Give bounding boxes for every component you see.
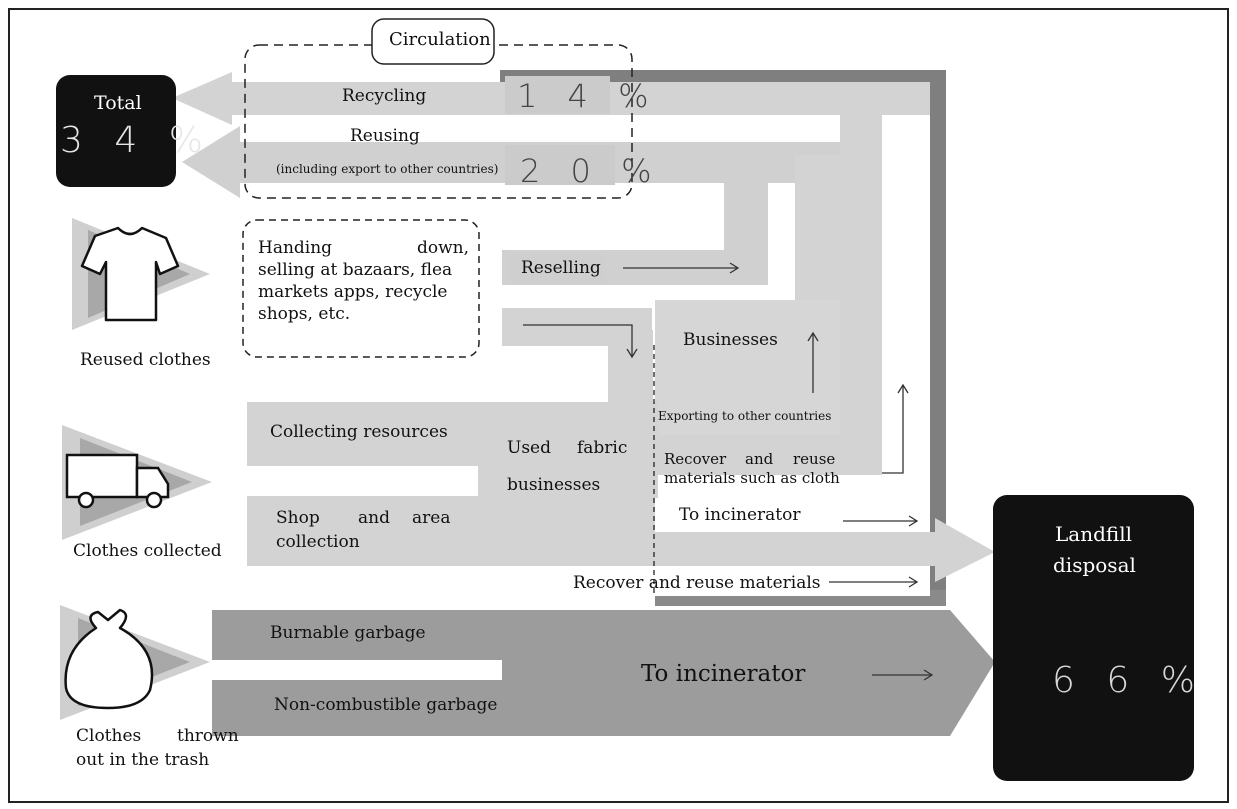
- to-incinerator-big-arrow: [872, 669, 934, 681]
- landfill-box: [993, 495, 1194, 781]
- handing-down-line2: selling at bazaars, flea: [258, 260, 453, 280]
- recycling-pct-bg: [505, 76, 610, 114]
- used-fabric-line1a: Used: [507, 438, 551, 458]
- reused-clothes-label: Reused clothes: [80, 350, 211, 370]
- landfill-line1: Landfill: [1055, 522, 1133, 546]
- garbage-gap: [212, 660, 502, 680]
- burnable-label: Burnable garbage: [270, 623, 426, 643]
- reusing-sub: (including export to other countries): [276, 162, 499, 176]
- truck-icon: [65, 453, 170, 509]
- landfill-line2: disposal: [1053, 553, 1136, 577]
- trash-line2: out in the trash: [76, 750, 210, 770]
- recycling-value: 1 4 %: [517, 77, 659, 115]
- trash-line1b: thrown: [177, 726, 239, 746]
- recover-materials-label: Recover and reuse materials: [573, 573, 821, 593]
- reusing-value: 2 0 %: [520, 152, 662, 190]
- recover-materials-bar: [560, 566, 930, 596]
- recover-cloth-line1b: and: [745, 450, 774, 468]
- shop-area-line2: collection: [276, 532, 360, 552]
- total-box: [56, 75, 176, 187]
- clothes-collected-label: Clothes collected: [73, 541, 222, 561]
- reselling-arrow: [623, 262, 740, 274]
- trash-line1a: Clothes: [76, 726, 142, 746]
- landfill-value: 6 6 %: [1052, 660, 1205, 701]
- reusing-pct-bg: [505, 145, 615, 185]
- handing-down-line1a: Handing: [258, 238, 333, 258]
- businesses-label: Businesses: [683, 330, 778, 350]
- businesses-block: [655, 300, 840, 435]
- exporting-label: Exporting to other countries: [658, 409, 832, 423]
- shop-area-line1c: area: [412, 508, 451, 528]
- total-label: Total: [94, 92, 142, 114]
- handing-down-line1b: down,: [417, 238, 470, 258]
- reselling-label-bg: [508, 254, 606, 282]
- recover-cloth-line1c: reuse: [793, 450, 836, 468]
- handing-down-line4: shops, etc.: [258, 304, 351, 324]
- recover-cloth-column: [840, 110, 882, 475]
- recover-cloth-line2: materials such as cloth: [664, 469, 840, 487]
- reselling-label: Reselling: [521, 258, 601, 278]
- recover-cloth-up-arrow: [882, 383, 909, 474]
- total-value: 3 4 %: [60, 120, 213, 161]
- non-combustible-label: Non-combustible garbage: [274, 695, 498, 715]
- recover-materials-arrow: [829, 576, 919, 588]
- circulation-label: Circulation: [389, 29, 491, 50]
- shop-area-line1b: and: [358, 508, 390, 528]
- recycling-label: Recycling: [342, 86, 427, 106]
- shop-area-line1a: Shop: [276, 508, 320, 528]
- handing-down-line3: markets apps, recycle: [258, 282, 448, 302]
- to-incinerator-small-arrow: [843, 515, 919, 527]
- garbage-bag-icon: [64, 608, 154, 710]
- used-fabric-block: [478, 402, 658, 532]
- used-fabric-line2: businesses: [507, 475, 601, 495]
- collecting-resources-label: Collecting resources: [270, 422, 448, 442]
- to-incinerator-big-bg: [618, 648, 826, 694]
- circulation-dashed-box: [244, 44, 633, 199]
- businesses-up-arrow: [807, 331, 819, 393]
- tshirt-icon: [80, 226, 180, 322]
- handing-down-dashed-box: [242, 219, 480, 358]
- to-incinerator-small-label: To incinerator: [679, 505, 801, 525]
- recover-cloth-line1a: Recover: [664, 450, 727, 468]
- handing-down-bend-arrow: [523, 324, 638, 359]
- to-incinerator-light-bar: [655, 498, 930, 532]
- garbage-dark-arrow: [212, 610, 995, 736]
- to-incinerator-big-label: To incinerator: [641, 661, 806, 687]
- recover-cloth-block: [655, 435, 882, 475]
- used-fabric-line1b: fabric: [577, 438, 628, 458]
- circulation-label-box: [371, 18, 495, 65]
- reusing-label: Reusing: [350, 126, 420, 146]
